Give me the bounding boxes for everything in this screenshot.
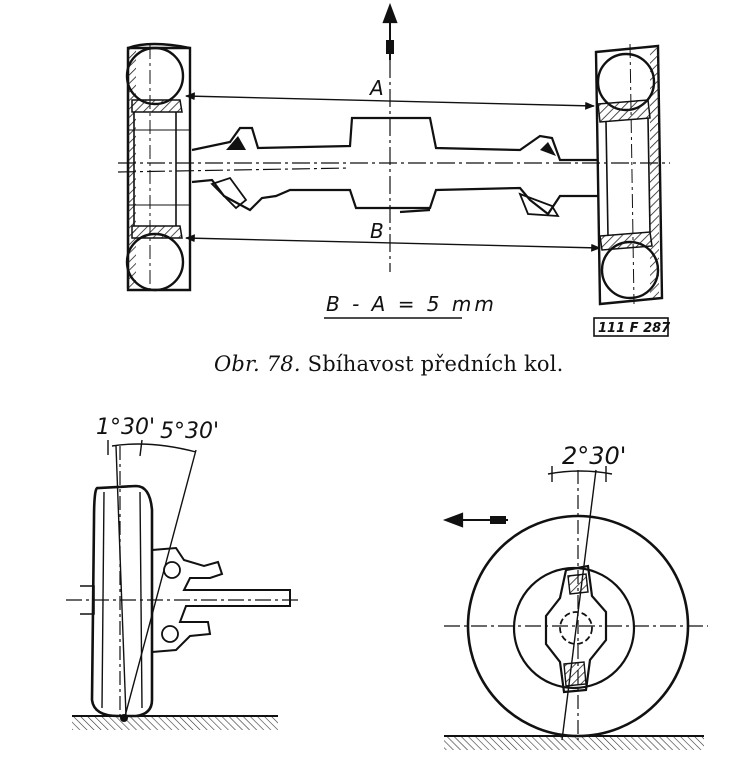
caption-prefix: Obr. 78. <box>214 352 301 376</box>
right-wheel <box>594 43 664 306</box>
left-wheel <box>125 42 192 295</box>
front-axle-silhouette <box>191 116 598 218</box>
travel-direction-arrow-left <box>442 512 508 528</box>
figure-reference-code: 111 F 287 <box>598 321 671 336</box>
caster-angle-label: 2°30' <box>562 442 626 470</box>
caster-figure: 2°30' <box>442 442 708 750</box>
toe-in-plan-view: A B B - A = 5 mm 111 F 287 <box>117 2 671 337</box>
travel-direction-arrow <box>382 2 398 60</box>
label-a: A <box>368 76 384 100</box>
camber-figure: 1°30' 5°30' <box>66 415 300 730</box>
figure-caption: Obr. 78. Sbíhavost předních kol. <box>214 352 564 376</box>
kingpin-angle-label: 5°30' <box>160 419 219 444</box>
dimension-a <box>185 92 595 110</box>
label-b: B <box>370 219 384 243</box>
dimension-b <box>185 234 601 252</box>
caption-text: Sbíhavost předních kol. <box>307 352 564 376</box>
centre-lines <box>117 60 670 272</box>
toe-in-formula: B - A = 5 mm <box>326 292 497 316</box>
camber-angle-label: 1°30' <box>96 415 155 440</box>
